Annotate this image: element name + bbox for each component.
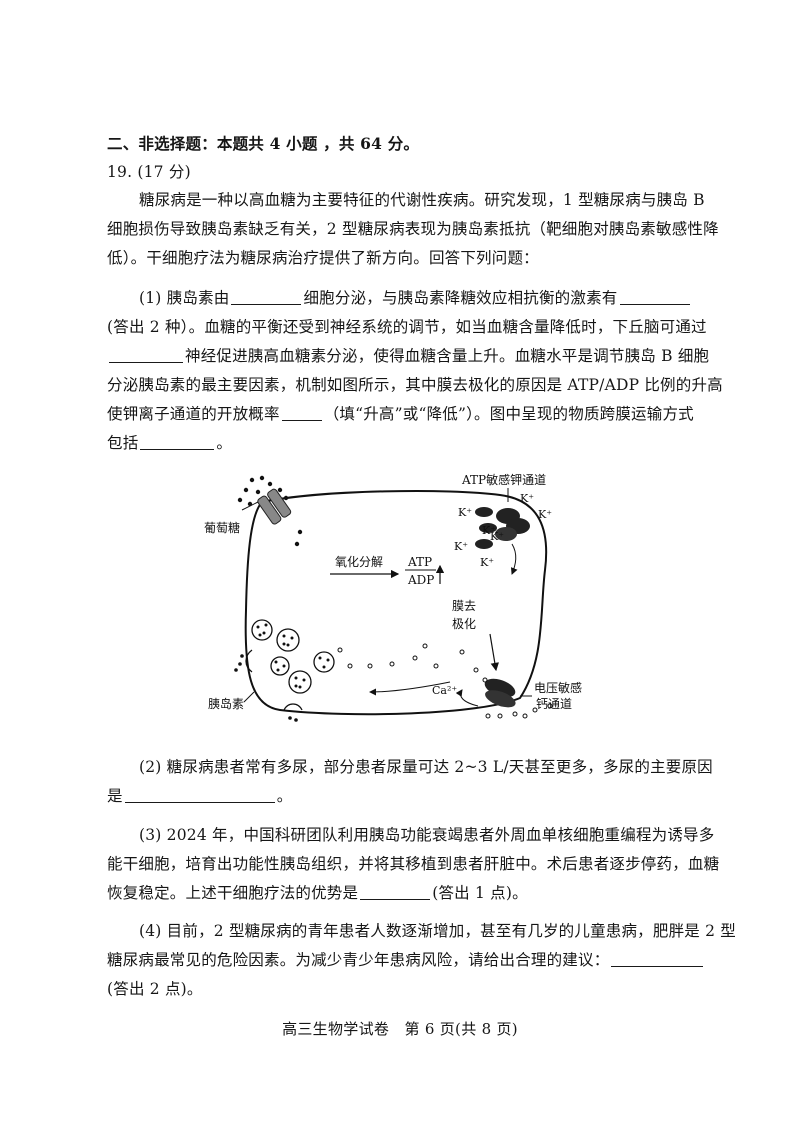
q1-text-g: （填“升高”或“降低”）。图中呈现的物质跨膜运输方式 <box>323 405 694 423</box>
q3-line-2: 能干细胞，培育出功能性胰岛组织，并将其移植到患者肝脏中。术后患者逐步停药，血糖 <box>107 855 720 873</box>
glucose-label: 葡萄糖 <box>204 520 240 535</box>
ca-ions <box>473 667 553 719</box>
insulin-vesicles <box>251 619 335 694</box>
insulin-granules <box>256 623 330 689</box>
q4-line-3: (答出 2 点)。 <box>107 980 203 998</box>
q2-line-1: (2) 糖尿病患者常有多尿，部分患者尿量可达 2~3 L/天甚至更多，多尿的主要… <box>139 758 713 776</box>
q1-text-a: (1) 胰岛素由 <box>139 289 230 307</box>
k-ion-label-2: K⁺ <box>538 508 552 521</box>
q1-text-h: 包括 <box>107 434 139 452</box>
q1-text-b: 细胞分泌，与胰岛素降糖效应相抗衡的激素有 <box>303 289 618 307</box>
adp-label: ADP <box>407 573 434 587</box>
atp-channel-label: ATP敏感钾通道 <box>461 472 546 487</box>
k-ion-label-5: K⁺ <box>454 540 468 553</box>
q3-line-1: (3) 2024 年，中国科研团队利用胰岛功能衰竭患者外周血单核细胞重编程为诱导… <box>139 826 715 844</box>
depolarization-arrow <box>489 633 499 672</box>
atp-label: ATP <box>407 555 432 569</box>
glucose-molecules <box>237 475 303 547</box>
q1-text-i: 。 <box>216 434 233 452</box>
q4-line-2: 糖尿病最常见的危险因素。为减少青少年患病风险，请给出合理的建议： <box>107 950 707 970</box>
answer-blank[interactable] <box>124 788 275 803</box>
q1-line-4: 分泌胰岛素的最主要因素，机制如图所示，其中膜去极化的原因是 ATP/ADP 比例… <box>107 376 723 394</box>
glucose-pointer <box>241 501 259 511</box>
q4-line-1: (4) 目前，2 型糖尿病的青年患者人数逐渐增加，甚至有几岁的儿童患病，肥胖是 … <box>139 922 736 940</box>
intro-line-1: 糖尿病是一种以高血糖为主要特征的代谢性疾病。研究发现，1 型糖尿病与胰岛 B <box>139 191 705 209</box>
page-footer: 高三生物学试卷 第 6 页(共 8 页) <box>282 1020 518 1038</box>
q1-text-f: 使钾离子通道的开放概率 <box>107 405 280 423</box>
exocytosis-pocket-2 <box>283 703 303 711</box>
ca-channel-label-1: 电压敏感 <box>534 680 582 695</box>
k-ion-label-4: K⁺ <box>482 524 496 537</box>
beta-cell-diagram: 葡萄糖 氧化分解 ATP ADP ATP敏感钾通道 K⁺ K⁺ <box>200 470 600 725</box>
q1-line-3: 神经促进胰高血糖素分泌，使得血糖含量上升。血糖水平是调节胰岛 B 细胞 <box>107 346 710 366</box>
k-ion-label-7: K⁺ <box>480 556 494 569</box>
q1-text-d: 神经促进胰高血糖素分泌，使得血糖含量上升。血糖水平是调节胰岛 B 细胞 <box>185 347 710 365</box>
ca-signal-arrow <box>369 681 451 696</box>
atp-sensitive-k-channel <box>495 508 530 541</box>
q2-line-2: 是。 <box>107 786 707 806</box>
insulin-pointer <box>243 691 255 703</box>
oxidation-label: 氧化分解 <box>335 555 383 569</box>
ca-ion-label: Ca²⁺ <box>432 684 457 697</box>
k-ion-label-1: K⁺ <box>520 492 534 505</box>
voltage-gated-ca-channel <box>484 678 516 708</box>
q1-line-1: (1) 胰岛素由 细胞分泌，与胰岛素降糖效应相抗衡的激素有 <box>139 288 709 308</box>
k-channel-arrow <box>510 543 518 575</box>
q1-line-2: (答出 2 种）。血糖的平衡还受到神经系统的调节，如当血糖含量降低时，下丘脑可通… <box>107 318 707 336</box>
k-ion-label-3: K⁺ <box>458 506 472 519</box>
answer-blank[interactable] <box>611 952 704 967</box>
intro-line-2: 细胞损伤导致胰岛素缺乏有关，2 型糖尿病表现为胰岛素抵抗（靶细胞对胰岛素敏感性降 <box>107 220 719 238</box>
q1-line-5: 使钾离子通道的开放概率 （填“升高”或“降低”）。图中呈现的物质跨膜运输方式 <box>107 404 707 424</box>
intro-line-3: 低）。干细胞疗法为糖尿病治疗提供了新方向。回答下列问题： <box>107 249 539 267</box>
q3-text-d: (答出 1 点)。 <box>432 884 528 902</box>
depolarization-label-2: 极化 <box>452 617 476 631</box>
insulin-label: 胰岛素 <box>208 696 244 711</box>
ca-influx-arrow <box>455 689 479 707</box>
q2-text-b: 是 <box>107 787 123 805</box>
q3-text-c: 恢复稳定。上述干细胞疗法的优势是 <box>107 884 359 902</box>
q3-line-3: 恢复稳定。上述干细胞疗法的优势是 (答出 1 点)。 <box>107 883 707 903</box>
q4-text-b: 糖尿病最常见的危险因素。为减少青少年患病风险，请给出合理的建议： <box>107 951 610 969</box>
cytoplasm-particles <box>337 643 465 669</box>
answer-blank[interactable] <box>281 406 322 421</box>
answer-blank[interactable] <box>109 348 183 363</box>
section-heading: 二、非选择题：本题共 4 小题 ，共 64 分。 <box>107 134 420 153</box>
atp-binding-sites <box>475 507 497 549</box>
ca-channel-label-2: 钙通道 <box>536 697 572 711</box>
answer-blank[interactable] <box>231 290 302 305</box>
answer-blank[interactable] <box>619 290 690 305</box>
cell-membrane <box>244 489 548 716</box>
released-insulin <box>234 654 298 722</box>
q1-line-6: 包括 。 <box>107 433 707 453</box>
depolarization-label-1: 膜去 <box>452 599 476 613</box>
q2-text-c: 。 <box>276 787 293 805</box>
question-number: 19. (17 分) <box>107 163 191 181</box>
answer-blank[interactable] <box>360 885 431 900</box>
answer-blank[interactable] <box>140 435 215 450</box>
exocytosis-pocket-1 <box>245 649 253 673</box>
glucose-transporter <box>257 488 292 525</box>
k-ion-label-6: K⁺ <box>490 530 504 543</box>
